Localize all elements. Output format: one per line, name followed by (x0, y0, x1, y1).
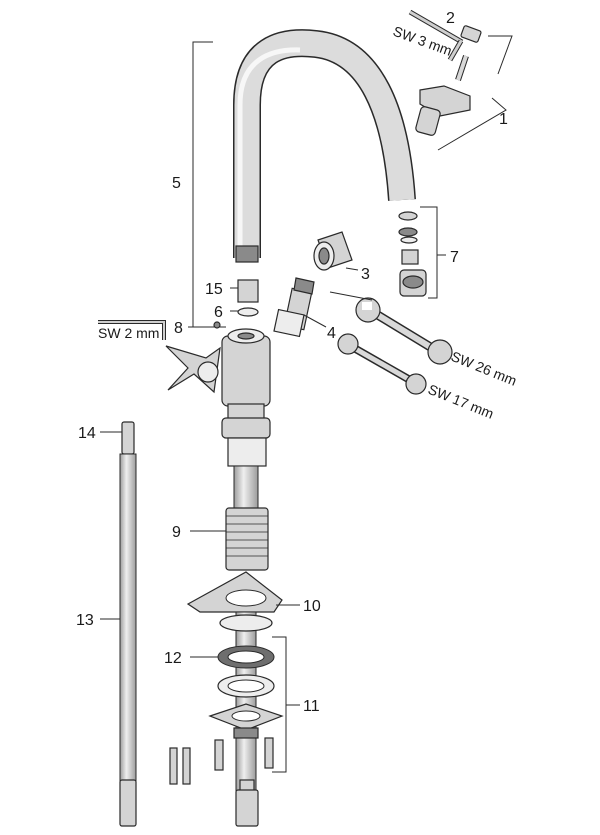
supply-hose (119, 421, 259, 827)
bracket-1 (437, 35, 513, 151)
label-sw-2mm: SW 2 mm (98, 325, 159, 341)
callout-14: 14 (78, 425, 96, 442)
callout-6: 6 (214, 304, 223, 321)
aerator-parts (398, 211, 427, 297)
wrench-26 (355, 297, 453, 365)
fixing-screws (169, 737, 274, 785)
callout-3: 3 (361, 266, 370, 283)
leader-3-wrench (329, 291, 373, 301)
label-sw-3mm: SW 3 mm (391, 23, 454, 59)
label-sw-17mm: SW 17 mm (426, 381, 496, 422)
bonnet-part (313, 231, 353, 271)
callout-7: 7 (450, 249, 459, 266)
callout-12: 12 (164, 650, 182, 667)
label-sw-26mm: SW 26 mm (449, 348, 519, 389)
callout-8: 8 (174, 320, 183, 337)
callout-11: 11 (303, 698, 320, 715)
handle-assembly (408, 9, 482, 136)
callout-15: 15 (205, 281, 223, 298)
fixing-plate (186, 571, 283, 613)
hex-key-2mm (98, 320, 221, 340)
cartridge-part (273, 277, 315, 338)
callout-4: 4 (327, 325, 336, 342)
mounting-shank (221, 417, 271, 571)
callout-5: 5 (172, 175, 181, 192)
callout-2: 2 (446, 10, 455, 27)
callout-1: 1 (499, 111, 508, 128)
callout-13: 13 (76, 612, 94, 629)
valve-body (165, 328, 271, 425)
washer-set (208, 611, 284, 805)
callout-10: 10 (303, 598, 321, 615)
spout-part (233, 29, 416, 263)
callout-9: 9 (172, 524, 181, 541)
bracket-5 (192, 41, 213, 182)
wrench-17 (337, 333, 427, 395)
bracket-7 (420, 206, 438, 299)
connector-parts (237, 279, 259, 317)
